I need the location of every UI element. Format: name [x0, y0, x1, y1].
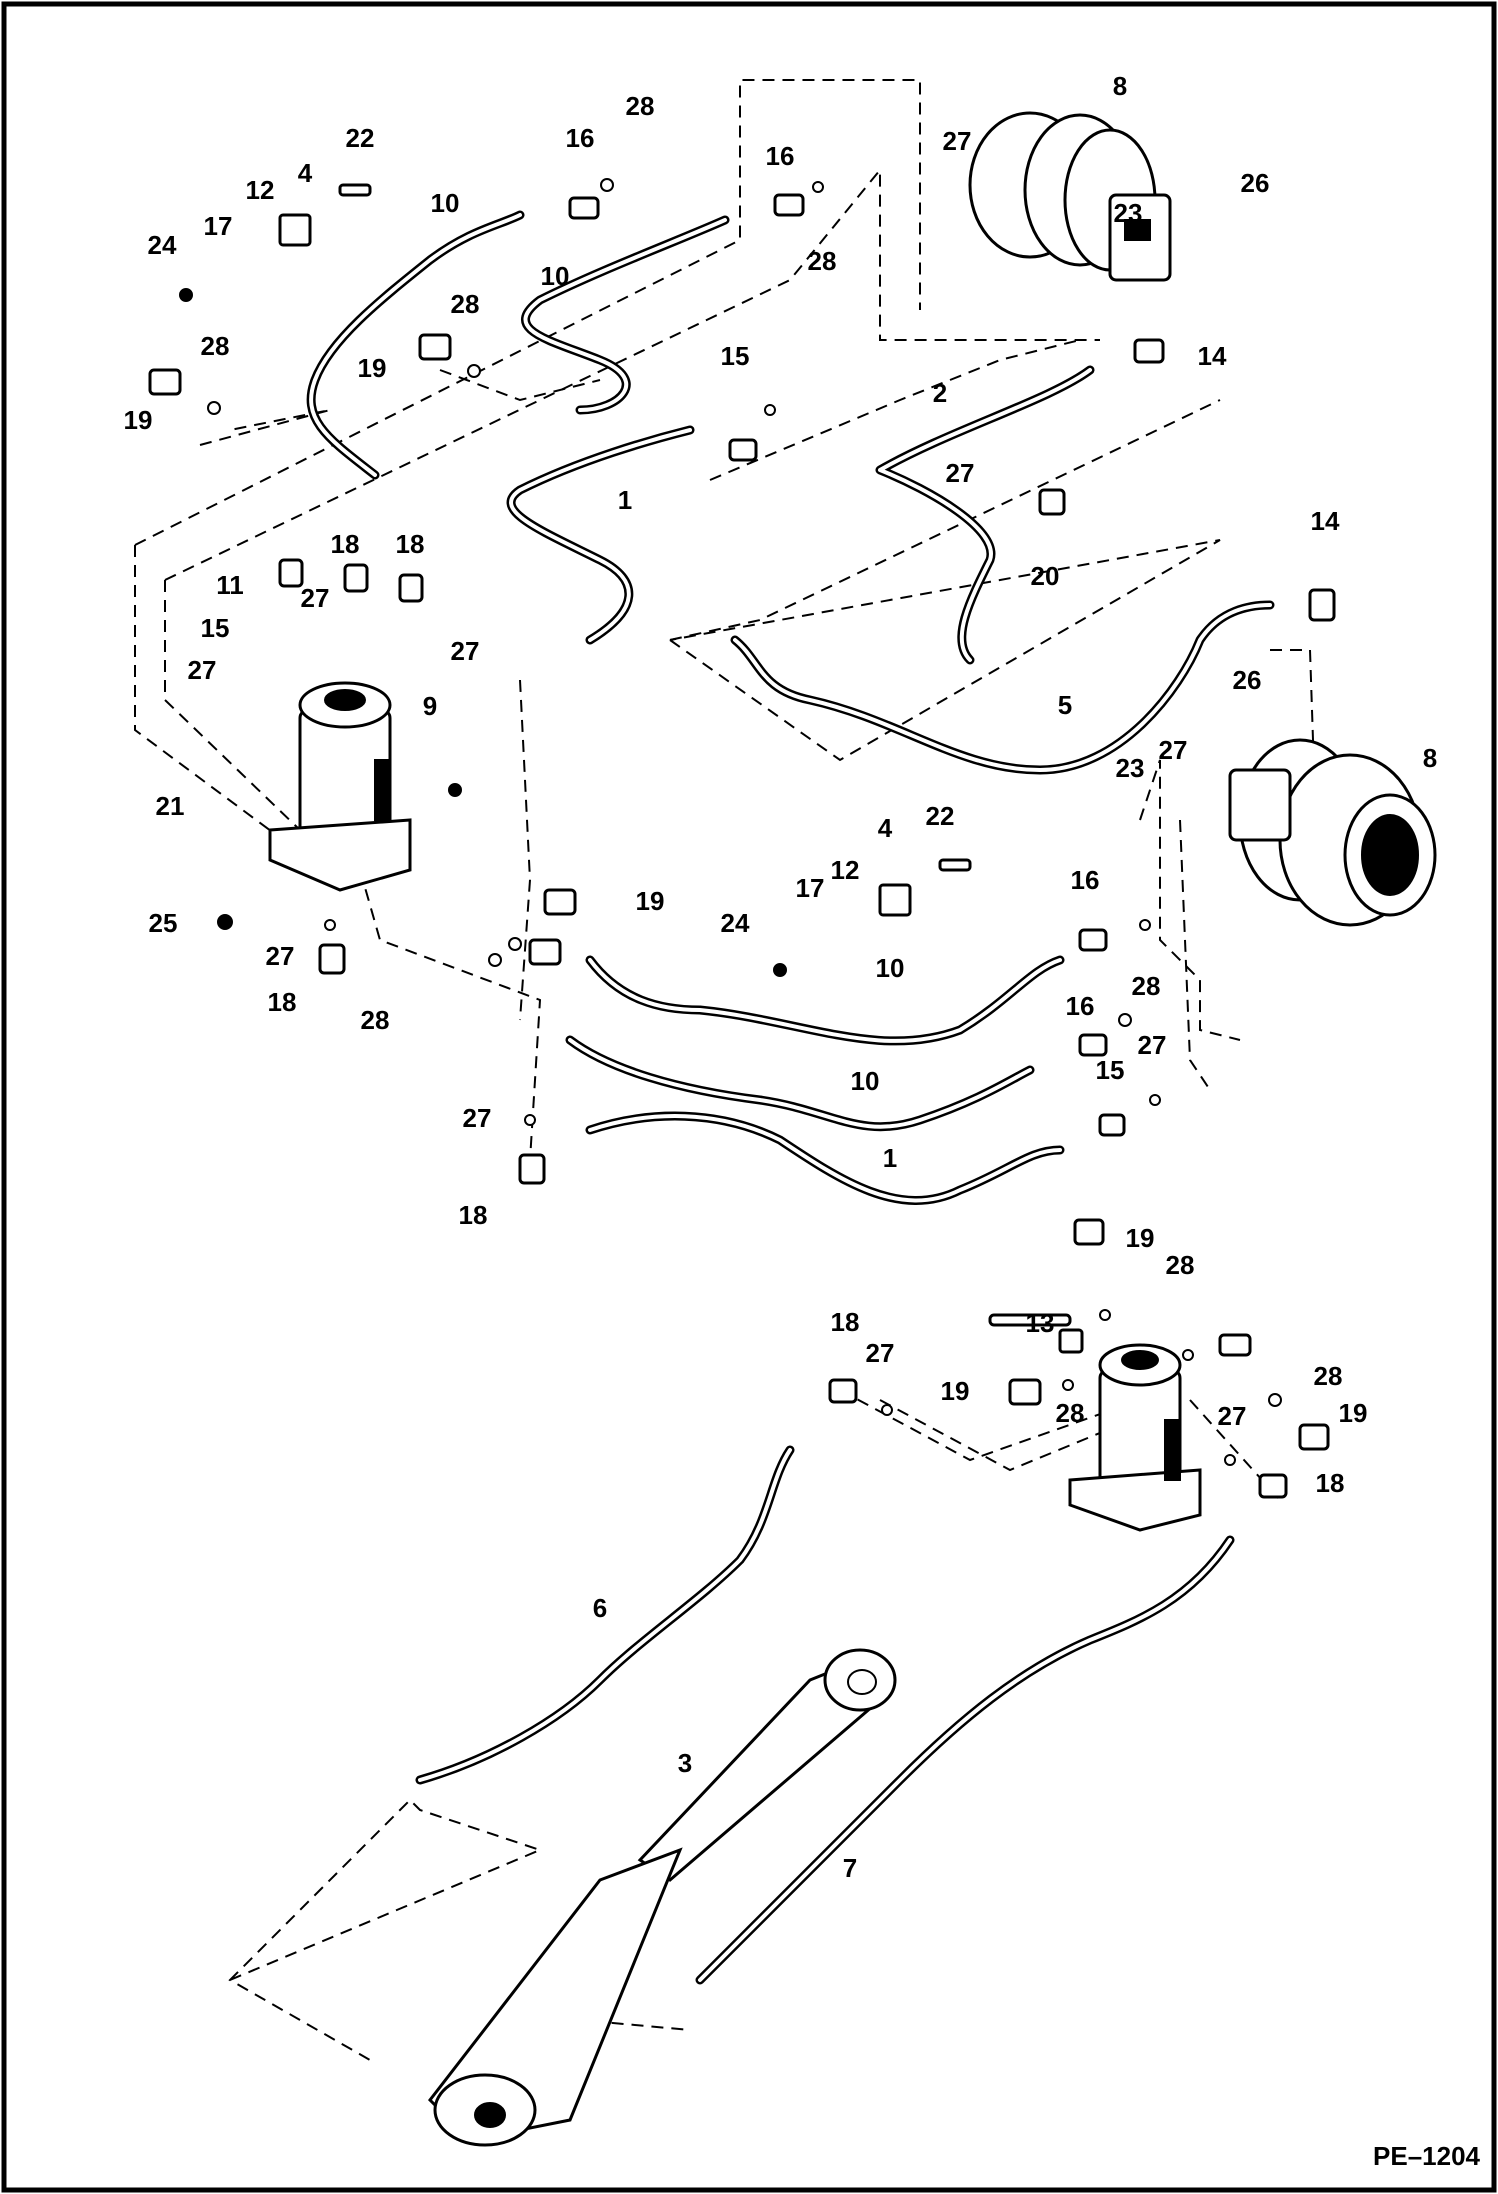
callout-28: 28 — [361, 1005, 390, 1035]
callout-19: 19 — [941, 1376, 970, 1406]
callout-19: 19 — [1339, 1398, 1368, 1428]
callout-18: 18 — [396, 529, 425, 559]
callout-26: 26 — [1241, 168, 1270, 198]
callout-9: 9 — [423, 691, 437, 721]
callout-26: 26 — [1233, 665, 1262, 695]
callout-1: 1 — [883, 1143, 897, 1173]
hose-5 — [730, 600, 1275, 775]
callout-22: 22 — [346, 123, 375, 153]
callout-10: 10 — [876, 953, 905, 983]
callout-27: 27 — [1218, 1401, 1247, 1431]
callout-23: 23 — [1114, 198, 1143, 228]
hose-1-upper — [506, 425, 695, 645]
callout-14: 14 — [1198, 341, 1227, 371]
callout-28: 28 — [1166, 1250, 1195, 1280]
callout-16: 16 — [1071, 865, 1100, 895]
callout-8: 8 — [1113, 71, 1127, 101]
callout-23: 23 — [1116, 753, 1145, 783]
hose-10-upper-left — [306, 210, 525, 480]
callout-19: 19 — [1126, 1223, 1155, 1253]
callout-27: 27 — [1159, 735, 1188, 765]
callout-3: 3 — [678, 1748, 692, 1778]
callout-15: 15 — [721, 341, 750, 371]
callout-1: 1 — [618, 485, 632, 515]
callout-7: 7 — [843, 1853, 857, 1883]
callout-19: 19 — [358, 353, 387, 383]
callout-28: 28 — [451, 289, 480, 319]
callout-16: 16 — [1066, 991, 1095, 1021]
swivel-joint-upper — [268, 681, 412, 892]
callout-25: 25 — [149, 908, 178, 938]
callout-27: 27 — [301, 583, 330, 613]
callout-27: 27 — [866, 1338, 895, 1368]
callout-12: 12 — [831, 855, 860, 885]
callout-17: 17 — [204, 211, 233, 241]
callout-28: 28 — [1056, 1398, 1085, 1428]
travel-motor-lower — [1228, 738, 1437, 927]
hose-10-lower-a — [585, 955, 1065, 1046]
hose-1-lower — [585, 1111, 1065, 1205]
callout-10: 10 — [851, 1066, 880, 1096]
callout-2: 2 — [933, 378, 947, 408]
callout-13: 13 — [1026, 1308, 1055, 1338]
callout-28: 28 — [201, 331, 230, 361]
callout-10: 10 — [431, 188, 460, 218]
callout-21: 21 — [156, 791, 185, 821]
callout-28: 28 — [1132, 971, 1161, 1001]
callout-19: 19 — [636, 886, 665, 916]
page-code: PE–1204 — [1373, 2141, 1481, 2171]
callout-18: 18 — [831, 1307, 860, 1337]
callout-18: 18 — [268, 987, 297, 1017]
hydraulic-cylinder — [428, 1648, 897, 2147]
callout-18: 18 — [331, 529, 360, 559]
callout-4: 4 — [298, 158, 313, 188]
callout-5: 5 — [1058, 690, 1072, 720]
callout-24: 24 — [148, 230, 177, 260]
callout-28: 28 — [626, 91, 655, 121]
callout-27: 27 — [266, 941, 295, 971]
callout-18: 18 — [1316, 1468, 1345, 1498]
callout-28: 28 — [808, 246, 837, 276]
callout-14: 14 — [1311, 506, 1340, 536]
callout-16: 16 — [566, 123, 595, 153]
callout-18: 18 — [459, 1200, 488, 1230]
callout-27: 27 — [451, 636, 480, 666]
callout-16: 16 — [766, 141, 795, 171]
callout-27: 27 — [188, 655, 217, 685]
callout-19: 19 — [124, 405, 153, 435]
callout-27: 27 — [1138, 1030, 1167, 1060]
callout-28: 28 — [1314, 1361, 1343, 1391]
callout-27: 27 — [463, 1103, 492, 1133]
callout-8: 8 — [1423, 743, 1437, 773]
hose-10-lower-b — [565, 1035, 1035, 1132]
callout-labels: 1123445678891010101011121213141415151516… — [124, 71, 1438, 1883]
callout-6: 6 — [593, 1593, 607, 1623]
callout-27: 27 — [943, 126, 972, 156]
callout-10: 10 — [541, 261, 570, 291]
callout-24: 24 — [721, 908, 750, 938]
callout-15: 15 — [1096, 1055, 1125, 1085]
callout-27: 27 — [946, 458, 975, 488]
callout-11: 11 — [216, 570, 244, 600]
swivel-joint-lower — [1068, 1343, 1202, 1532]
callout-17: 17 — [796, 873, 825, 903]
hoses — [306, 210, 1275, 1985]
callout-15: 15 — [201, 613, 230, 643]
callout-4: 4 — [878, 813, 893, 843]
callout-20: 20 — [1031, 561, 1060, 591]
fittings — [148, 178, 1336, 1499]
travel-motor-upper — [968, 111, 1172, 282]
callout-12: 12 — [246, 175, 275, 205]
callout-22: 22 — [926, 801, 955, 831]
